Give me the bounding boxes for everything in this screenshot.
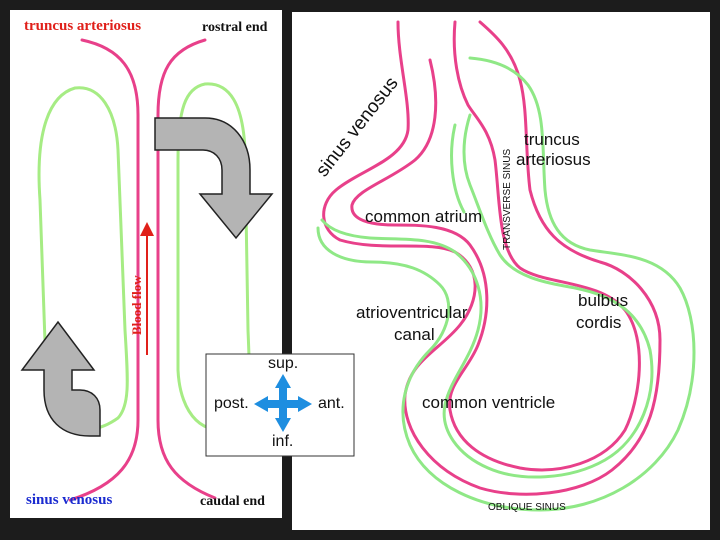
curved-arrow-down-icon (154, 117, 274, 240)
orientation-sup-label: sup. (268, 355, 299, 372)
blood-flow-label: Blood flow (129, 275, 144, 335)
arteriosus-label-line2: arteriosus (516, 150, 591, 169)
common-ventricle-label: common ventricle (422, 393, 556, 412)
orientation-inf-label: inf. (272, 433, 294, 450)
oblique-sinus-label: OBLIQUE SINUS (488, 502, 566, 513)
av-canal-label-line2: canal (394, 325, 435, 344)
orientation-ant-label: ant. (318, 395, 345, 412)
rostral-end-label: rostral end (202, 20, 268, 35)
caudal-end-label: caudal end (200, 494, 265, 509)
sinus-venosus-title: sinus venosus (26, 492, 113, 508)
heart-loop (316, 20, 696, 512)
right-panel (292, 12, 710, 530)
common-atrium-label: common atrium (365, 207, 483, 226)
truncus-label-line1: truncus (524, 130, 580, 149)
transverse-sinus-label: TRANSVERSE SINUS (502, 148, 513, 250)
truncus-arteriosus-title: truncus arteriosus (24, 18, 142, 34)
curved-arrow-up-icon (20, 320, 101, 437)
cordis-label-line2: cordis (576, 313, 622, 332)
av-canal-label-line1: atrioventricular (356, 303, 468, 322)
orientation-post-label: post. (214, 395, 249, 412)
bulbus-label-line1: bulbus (578, 291, 629, 310)
four-way-arrow-icon (254, 374, 312, 432)
up-arrow-icon (140, 222, 154, 355)
